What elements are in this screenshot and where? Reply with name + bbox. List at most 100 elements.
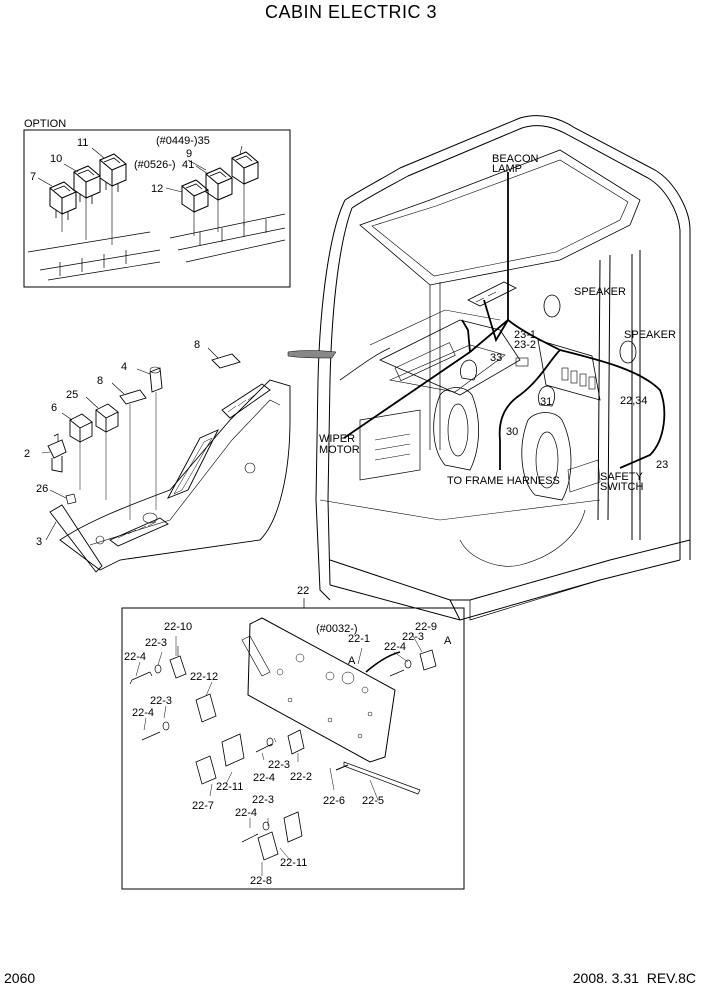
rocker-switch-12 [181, 179, 209, 213]
label-22-3d: 22-3 [268, 759, 290, 771]
label-22: 22 [297, 585, 309, 597]
switch-25 [95, 403, 119, 433]
label-3: 3 [36, 536, 42, 548]
bracket-22-11-upper [221, 733, 245, 767]
label-6: 6 [51, 402, 57, 414]
label-0032: (#0032-) [316, 623, 358, 635]
rocker-switch-7 [49, 181, 77, 220]
label-9: 9 [186, 148, 192, 160]
revision-date: 2008. 3.31 [572, 970, 639, 986]
relay-22-2 [287, 729, 305, 755]
relay-22-7 [195, 755, 217, 785]
label-frame-harness: TO FRAME HARNESS [447, 475, 560, 487]
cabin-interior [287, 281, 637, 501]
cover-8-lower [119, 389, 147, 405]
label-12: 12 [151, 183, 163, 195]
rocker-switch-35 [231, 151, 259, 185]
label-speaker-2: SPEAKER [624, 329, 676, 341]
relay-22-9 [419, 649, 437, 671]
label-10: 10 [50, 153, 62, 165]
label-22-4b: 22-4 [132, 707, 154, 719]
label-22-9: 22-9 [415, 621, 437, 633]
label-8-lower: 8 [97, 375, 103, 387]
page-title: CABIN ELECTRIC 3 [264, 2, 438, 22]
label-22-5: 22-5 [362, 795, 384, 807]
switch-slot-bottom [109, 517, 169, 547]
cable-tie-22-5 [343, 761, 421, 795]
label-22-2: 22-2 [290, 771, 312, 783]
relay-22-12 [195, 693, 217, 723]
label-22-6: 22-6 [323, 795, 345, 807]
label-beacon: BEACON [492, 153, 539, 165]
label-35: (#0449-)35 [156, 135, 210, 147]
label-22-34: 22,34 [620, 395, 648, 407]
label-22-4e: 22-4 [235, 807, 257, 819]
key-switch-2 [47, 439, 67, 473]
label-8-upper: 8 [194, 339, 200, 351]
rocker-switch-41 [205, 167, 233, 201]
side-console-panel [41, 347, 291, 573]
label-41: 41 [182, 159, 194, 171]
relay-22-10 [169, 655, 187, 679]
label-22-1: 22-1 [348, 633, 370, 645]
label-22-11b: 22-11 [280, 857, 307, 869]
switch-slot-top [221, 383, 271, 419]
label-22-3a: 22-3 [145, 637, 167, 649]
speaker-right [619, 340, 637, 364]
label-22-4c: 22-4 [384, 641, 406, 653]
label-option: OPTION [24, 118, 66, 130]
label-26: 26 [36, 483, 48, 495]
label-4: 4 [121, 361, 127, 373]
label-22-3b: 22-3 [150, 695, 172, 707]
bracket-22-11-lower [283, 811, 303, 843]
revision-code: REV.8C [646, 970, 696, 986]
page-number: 2060 [4, 970, 36, 986]
revision-info: 2008. 3.31 REV.8C [573, 970, 696, 986]
label-22-12: 22-12 [190, 671, 218, 683]
panel-display [167, 429, 219, 499]
part-labels: OPTION 11 10 7 (#0449-)35 9 (#0526-) 41 … [24, 118, 676, 887]
label-a-plate: A [348, 655, 356, 667]
label-30: 30 [506, 426, 518, 438]
label-wiper: WIPER [319, 433, 355, 445]
cover-8-upper [211, 353, 241, 369]
label-safety-switch: SWITCH [600, 481, 643, 493]
label-22-8: 22-8 [250, 875, 272, 887]
label-22-4d: 22-4 [253, 772, 275, 784]
switch-6 [69, 413, 93, 443]
label-2: 2 [24, 448, 30, 460]
label-23-2: 23-2 [514, 339, 536, 351]
wiring-harness [343, 172, 666, 470]
label-23-1: 23-1 [514, 329, 536, 341]
label-22-3e: 22-3 [252, 794, 274, 806]
label-22-10: 22-10 [164, 621, 192, 633]
label-31: 31 [540, 396, 552, 408]
label-22-4a: 22-4 [124, 651, 146, 663]
cabin-frame [315, 115, 691, 621]
label-33: 33 [490, 352, 502, 364]
relay-plate-22-1 [247, 617, 396, 763]
option-box [23, 129, 291, 288]
label-23: 23 [656, 459, 668, 471]
rocker-switch-11 [99, 153, 127, 192]
label-22-3c: 22-3 [402, 631, 424, 643]
label-beacon-lamp: LAMP [492, 163, 522, 175]
speaker-left [543, 294, 561, 318]
label-7: 7 [30, 171, 36, 183]
label-25: 25 [66, 389, 78, 401]
relay-22-8 [257, 831, 279, 861]
relay-board [537, 339, 601, 401]
label-0526: (#0526-) [134, 159, 176, 171]
label-safety: SAFETY [600, 471, 643, 483]
bracket-3 [49, 504, 103, 573]
label-22-7: 22-7 [192, 800, 214, 812]
label-a-right: A [444, 635, 452, 647]
label-speaker-1: SPEAKER [574, 286, 626, 298]
label-11: 11 [77, 137, 88, 149]
cigar-lighter-4 [149, 367, 163, 393]
label-wiper-motor: MOTOR [319, 444, 360, 456]
relay-panel-box [121, 598, 465, 890]
label-22-11a: 22-11 [216, 781, 243, 793]
